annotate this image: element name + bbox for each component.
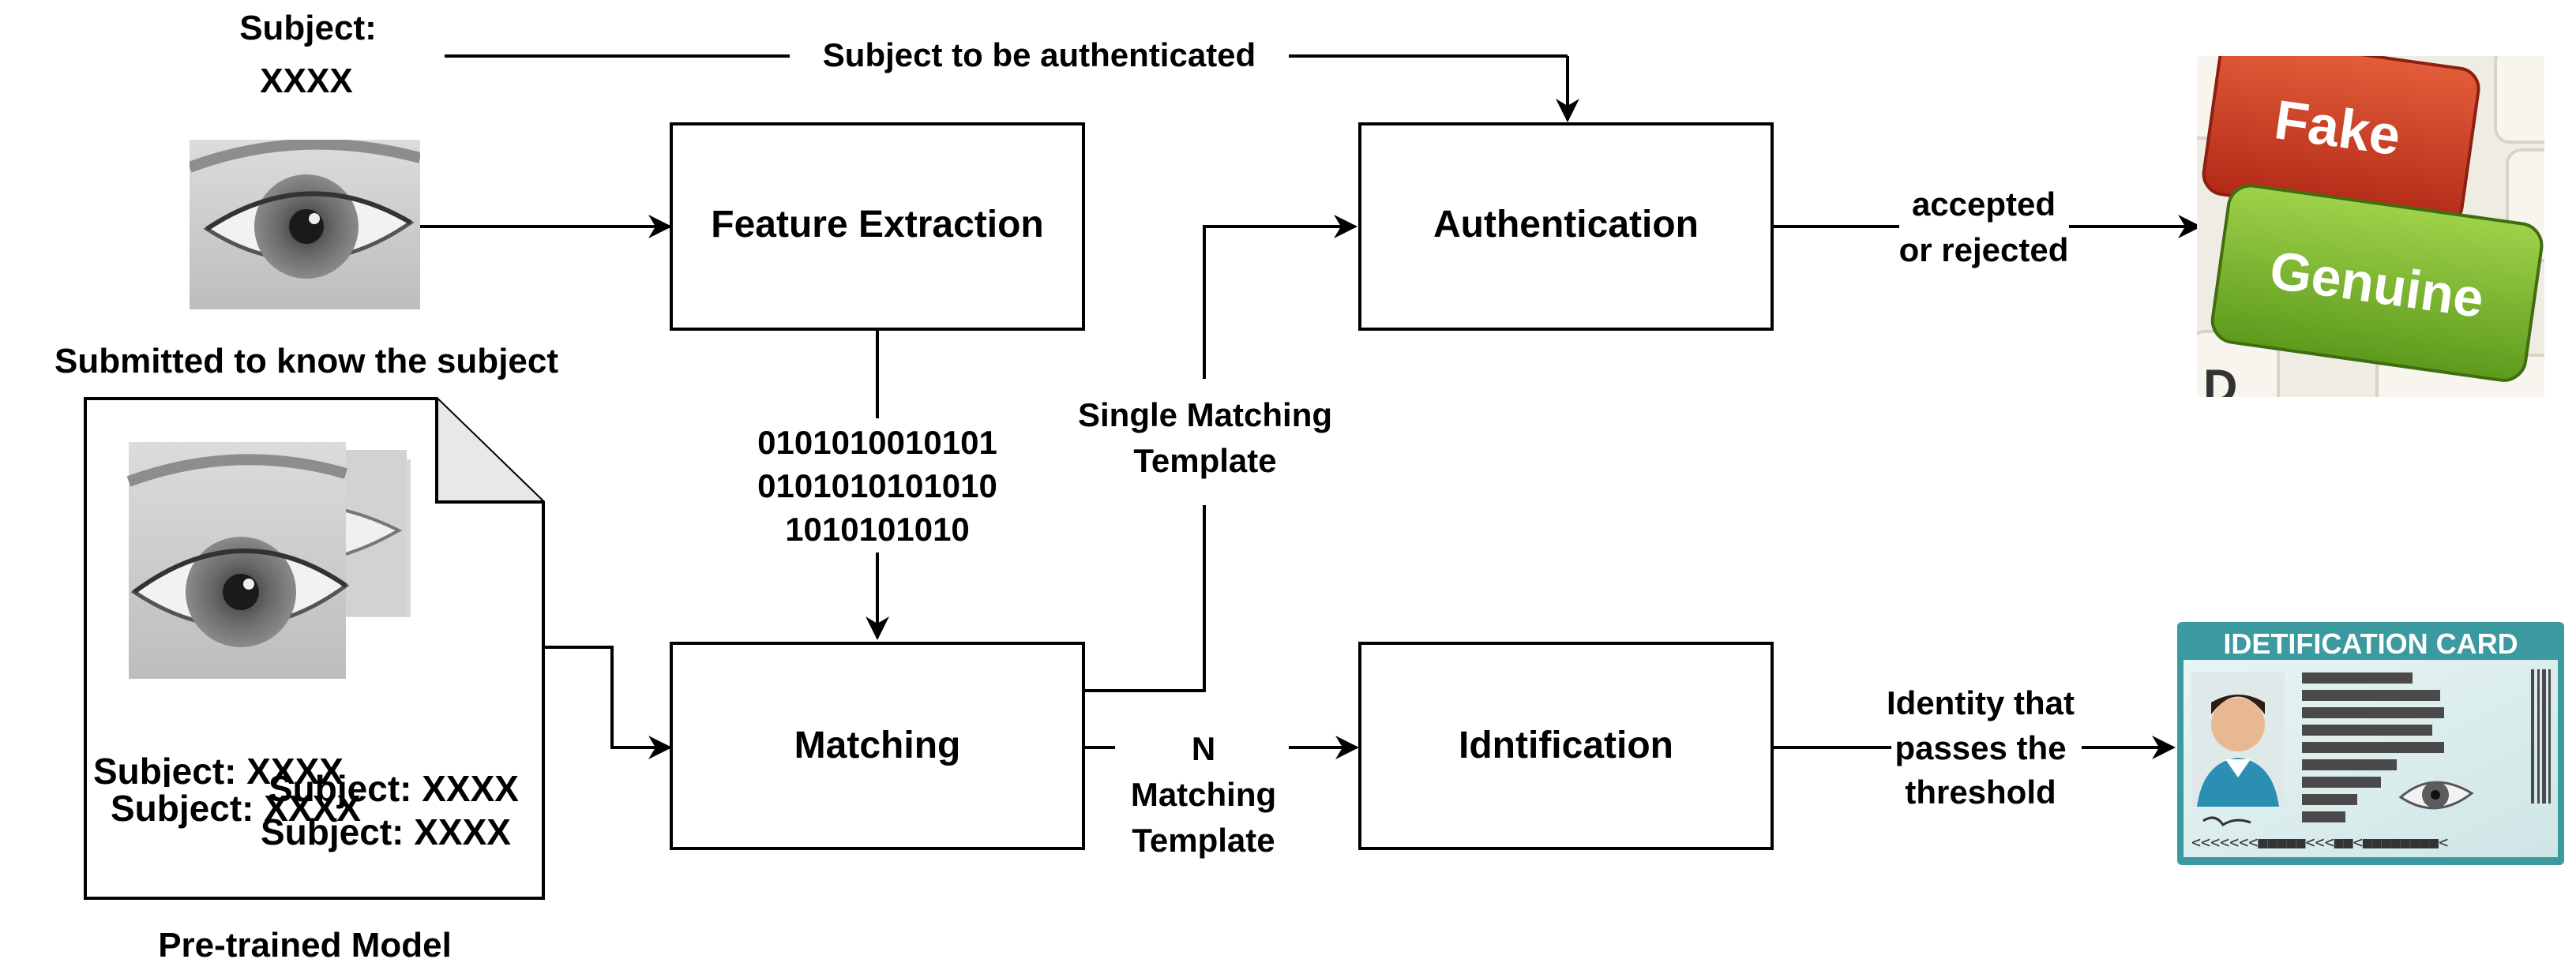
feature-extraction-box [670, 122, 1085, 331]
model-eye-stack [126, 442, 411, 679]
svg-text:D: D [2203, 360, 2237, 413]
edge-label-n-3: Template [1132, 822, 1275, 859]
svg-text:<<<<<<<■■■■■<<<■■<■■■■■■■■<: <<<<<<<■■■■■<<<■■<■■■■■■■■< [2191, 833, 2448, 852]
edge-label-identity-3: threshold [1905, 774, 2056, 811]
caption-submitted: Submitted to know the subject [54, 342, 558, 380]
feature-extraction-label: Feature Extraction [711, 204, 1043, 245]
subject-heading: Subject: [239, 9, 377, 47]
model-subject-label-1: Subject: XXXX [93, 751, 344, 792]
edge-label-subject-authenticated: Subject to be authenticated [823, 36, 1256, 73]
subject-id: XXXX [260, 62, 352, 100]
edge-label-n-2: Matching [1131, 776, 1276, 813]
label-mask [87, 787, 529, 834]
edge-label-accepted: accepted [1912, 185, 2056, 223]
identification-label: Idntification [1459, 725, 1673, 766]
arrow-single-to-authentication [1203, 215, 1357, 379]
edge-label-identity-2: passes the [1894, 729, 2066, 766]
matching-label: Matching [794, 725, 961, 766]
authentication-box [1358, 122, 1774, 331]
identification-card-image: IDETIFICATION CARD <<<<<<<■■■■■<<<■■<■ [2177, 622, 2564, 865]
binary-code-line-2: 0101010101010 [757, 467, 997, 504]
caption-pretrained-model: Pre-trained Model [158, 926, 452, 965]
edge-label-or-rejected: or rejected [1899, 231, 2069, 268]
authentication-label: Authentication [1433, 204, 1699, 245]
model-subject-label-2: Subject: XXXX [268, 768, 519, 809]
edge-label-single-1: Single Matching [1078, 396, 1332, 433]
edge-single-lower [1083, 505, 1206, 692]
model-subject-label-3: Subject: XXXX [111, 788, 361, 829]
edge-label-identity-1: Identity that [1887, 684, 2075, 721]
edge-label-single-2: Template [1133, 442, 1276, 479]
arrow-model-to-matching [543, 646, 672, 759]
edge-label-n-1: N [1192, 730, 1215, 767]
fake-genuine-keyboard-image: D Fake Genuine [2197, 56, 2544, 413]
model-subject-label-4: Subject: XXXX [261, 811, 511, 852]
document-fold [435, 399, 543, 504]
id-card-title: IDETIFICATION CARD [2223, 627, 2518, 660]
submitted-eye-image [190, 140, 420, 309]
binary-code-line-3: 1010101010 [785, 511, 970, 548]
binary-code-line-1: 0101010010101 [757, 424, 997, 461]
matching-box [670, 642, 1085, 850]
